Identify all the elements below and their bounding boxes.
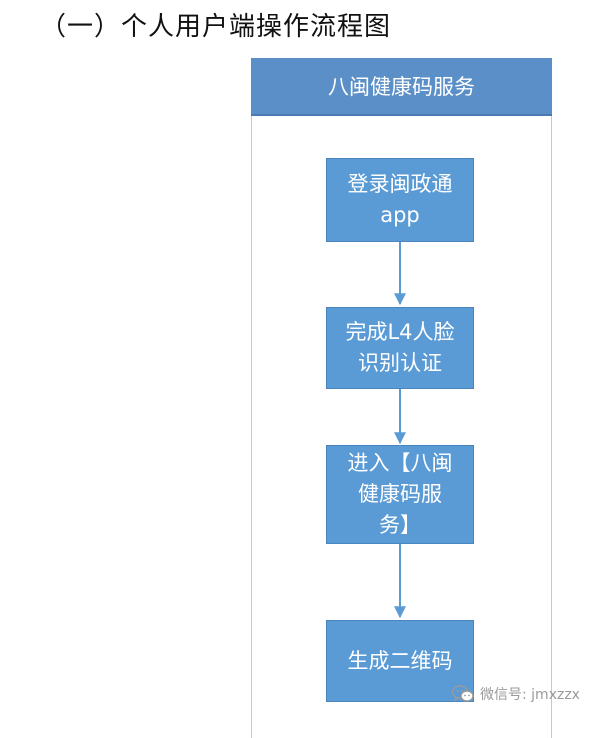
swimlane-header: 八闽健康码服务 <box>251 58 552 116</box>
step-login-line-2: app <box>380 203 420 227</box>
step-login-line-1: 登录闽政通 <box>347 172 453 196</box>
step-generate-qrcode: 生成二维码 <box>326 620 474 702</box>
step-enter-line-1: 进入【八闽 <box>347 451 453 475</box>
step-enter-service: 进入【八闽 健康码服 务】 <box>326 445 474 544</box>
step-face-line-2: 识别认证 <box>358 351 442 375</box>
step-login-app: 登录闽政通 app <box>326 158 474 242</box>
step-face-line-1: 完成L4人脸 <box>345 320 455 344</box>
step-face-verification: 完成L4人脸 识别认证 <box>326 307 474 389</box>
wechat-watermark: 微信号: jmxzzx <box>452 684 580 704</box>
step-enter-line-3: 务】 <box>379 513 421 537</box>
step-enter-line-2: 健康码服 <box>358 482 442 506</box>
watermark-text: 微信号: jmxzzx <box>480 687 580 703</box>
wechat-icon <box>452 685 474 702</box>
page-heading: （一）个人用户端操作流程图 <box>40 12 392 42</box>
step-qrcode-line-1: 生成二维码 <box>347 648 453 673</box>
